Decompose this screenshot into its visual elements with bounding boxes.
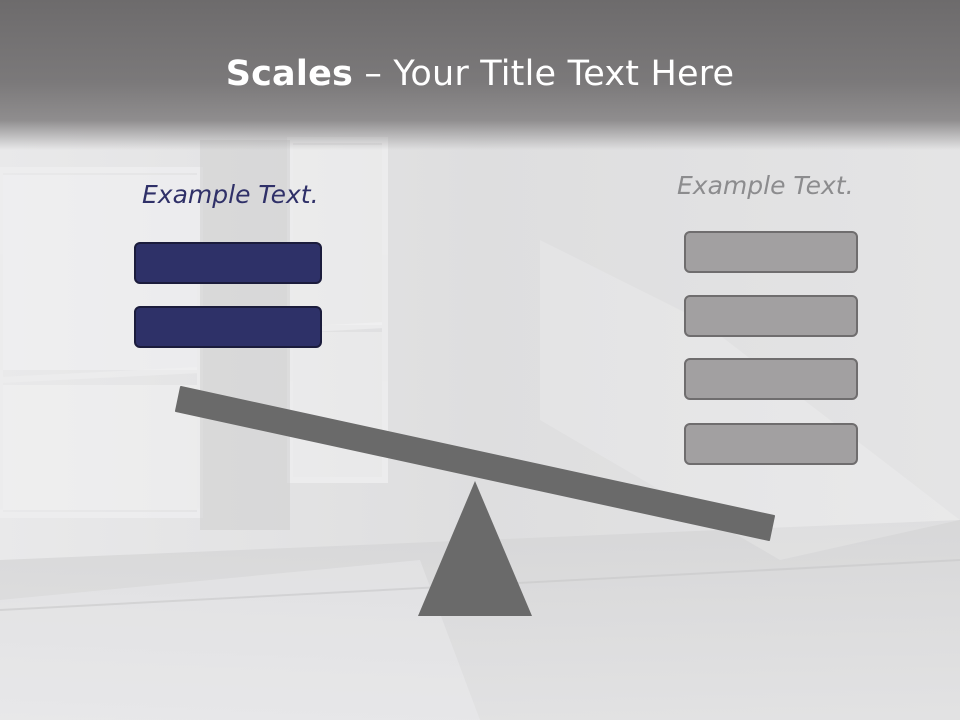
seesaw-beam[interactable] bbox=[175, 386, 775, 541]
right-weight-box[interactable] bbox=[684, 358, 858, 400]
title-rest-part: – Your Title Text Here bbox=[353, 54, 735, 94]
right-example-label[interactable]: Example Text. bbox=[677, 171, 854, 200]
slide-title[interactable]: Scales – Your Title Text Here bbox=[0, 52, 960, 96]
right-weight-box[interactable] bbox=[684, 423, 858, 465]
left-example-label[interactable]: Example Text. bbox=[142, 180, 319, 209]
title-band bbox=[0, 0, 960, 150]
left-weight-box[interactable] bbox=[134, 242, 322, 284]
left-weight-box[interactable] bbox=[134, 306, 322, 348]
right-weight-box[interactable] bbox=[684, 231, 858, 273]
seesaw-fulcrum[interactable] bbox=[418, 481, 532, 616]
right-weight-box[interactable] bbox=[684, 295, 858, 337]
title-bold-part: Scales bbox=[225, 54, 354, 94]
